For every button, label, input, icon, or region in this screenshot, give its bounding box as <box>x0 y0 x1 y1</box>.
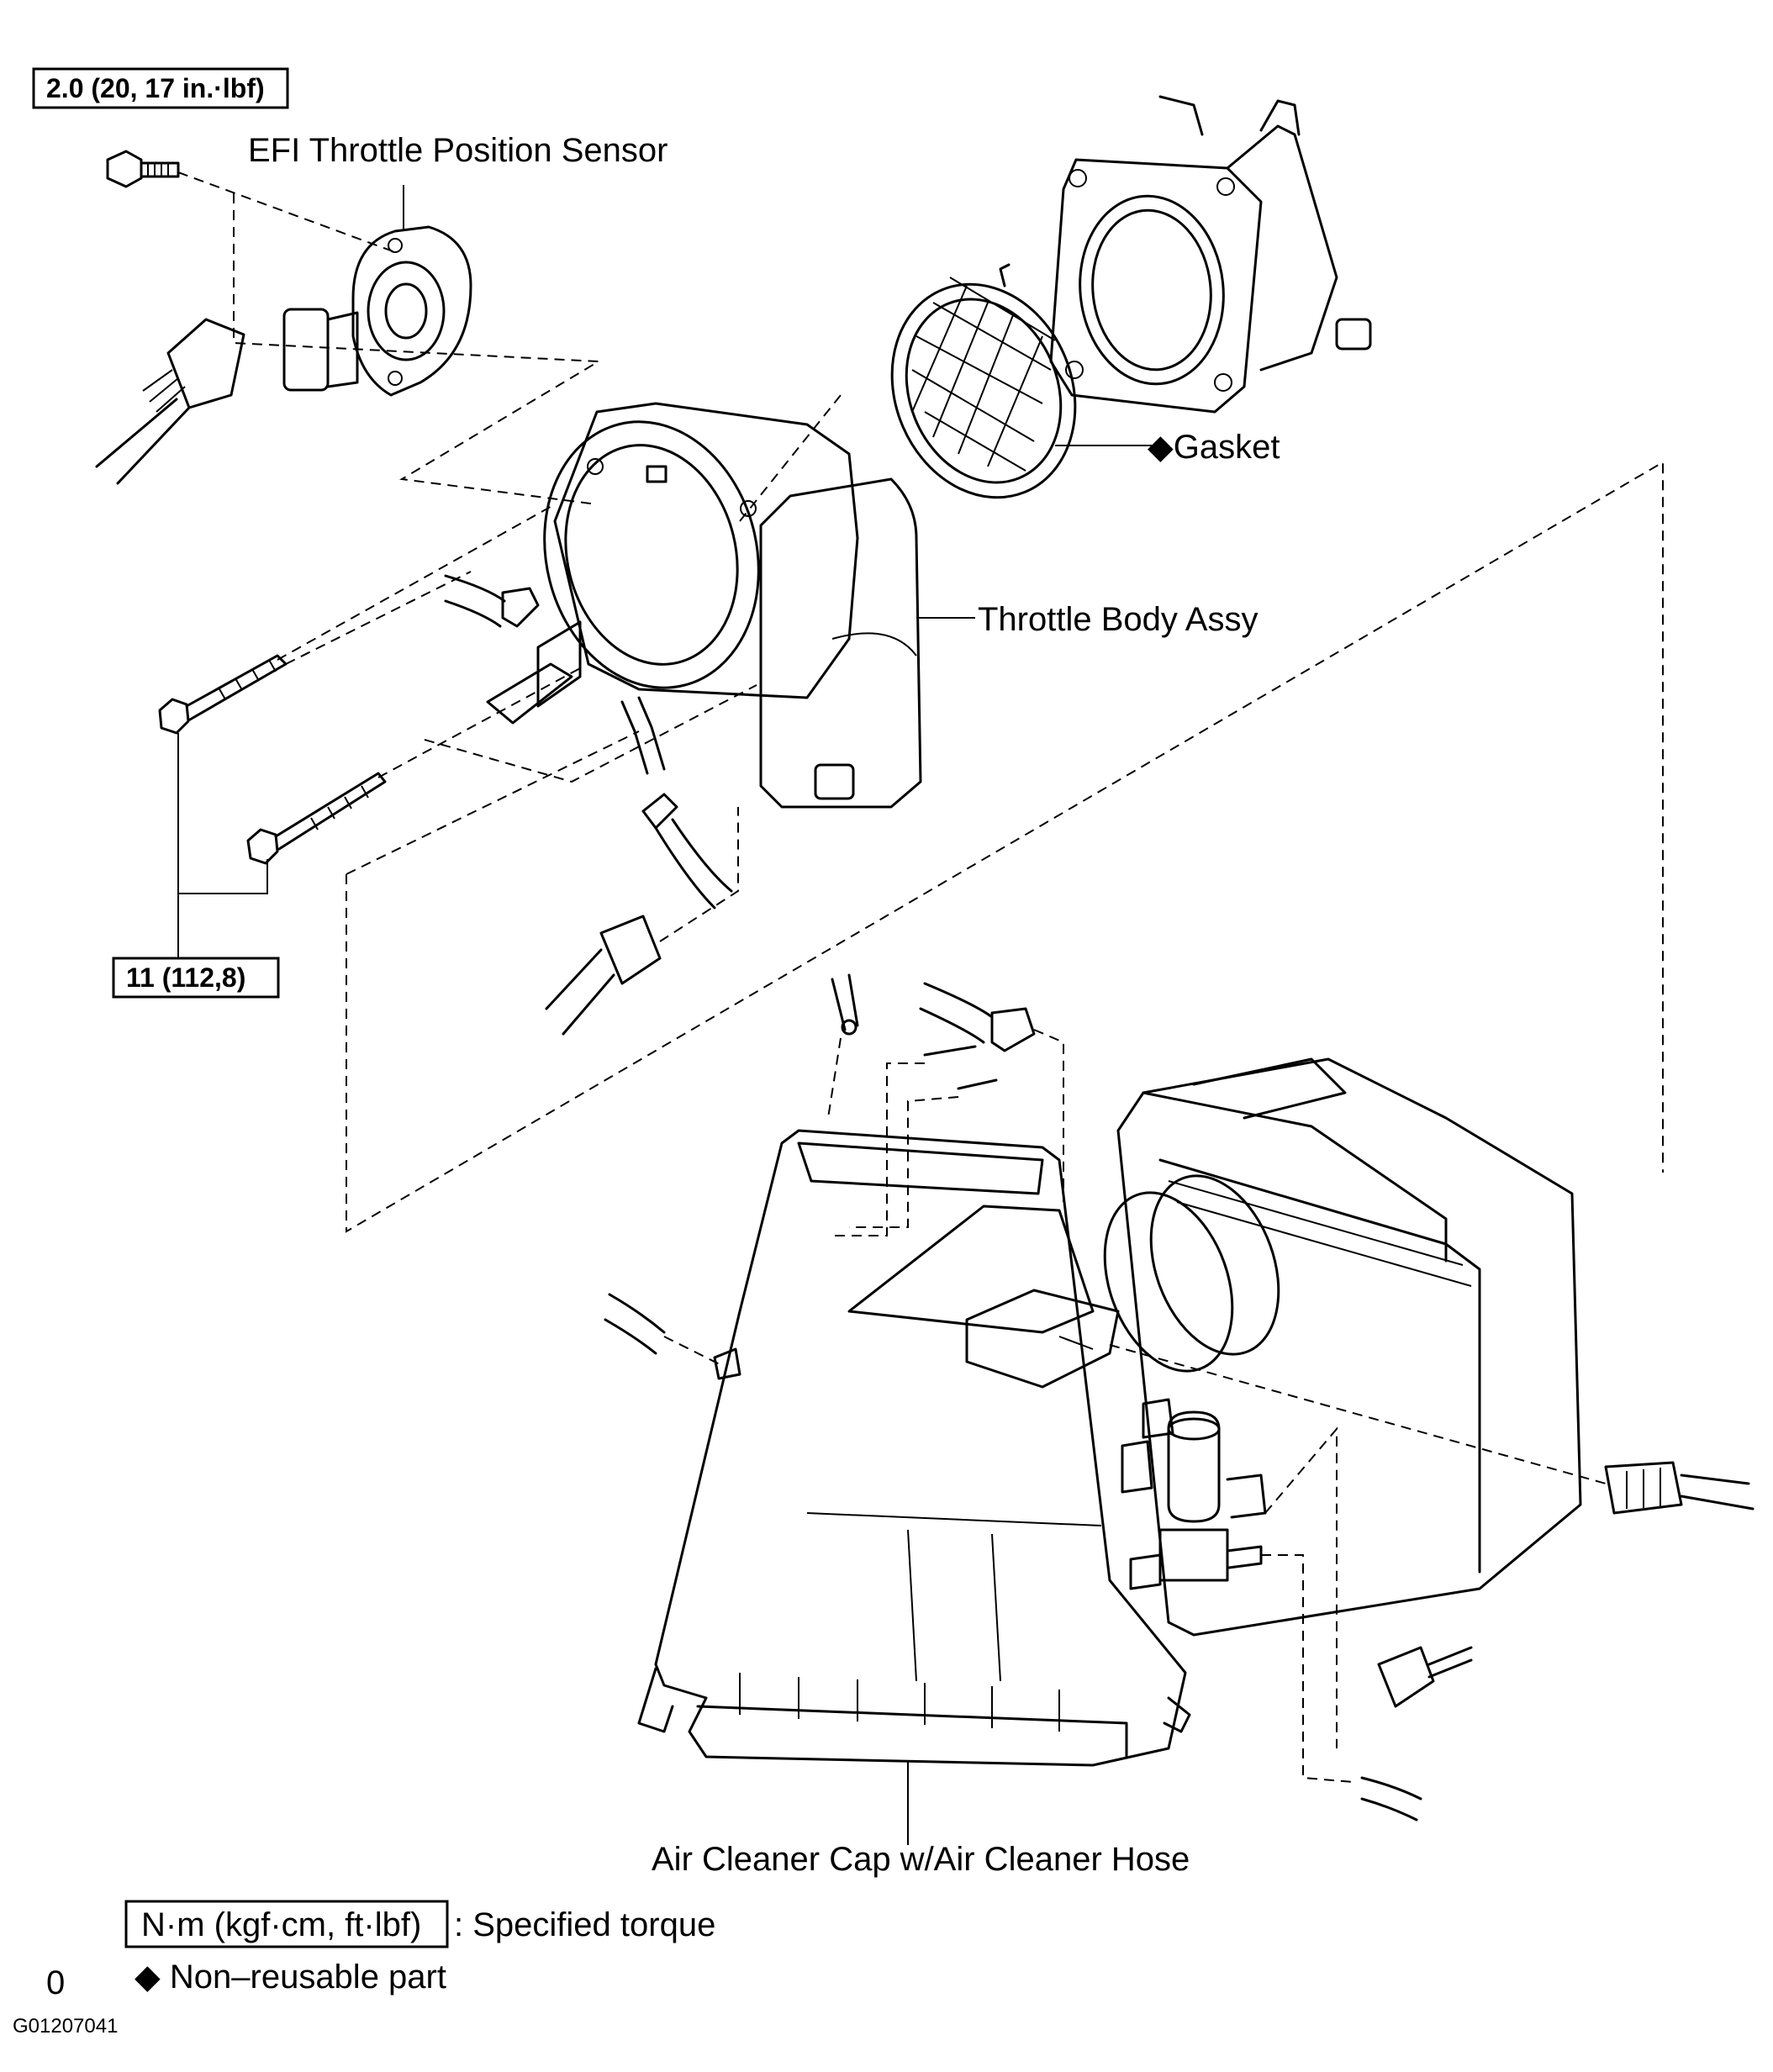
throttle-position-sensor <box>282 225 472 397</box>
torque-value-throttle-bolts: 11 (112,8) <box>126 962 245 993</box>
label-gasket: ◆Gasket <box>1148 429 1280 466</box>
throttle-body-hoses <box>444 574 733 909</box>
torque-value-tps-screw: 2.0 (20, 17 in.·lbf) <box>46 73 265 103</box>
throttle-body-bolts <box>158 654 387 865</box>
label-tps: EFI Throttle Position Sensor <box>248 132 668 169</box>
legend-torque-desc: : Specified torque <box>454 1906 715 1943</box>
label-air-cleaner-cap: Air Cleaner Cap w/Air Cleaner Hose <box>652 1841 1190 1878</box>
figure-code: G01207041 <box>13 2015 118 2038</box>
tps-alignment-line <box>177 171 602 505</box>
assembly-envelope-line <box>346 461 1664 1233</box>
torque-box-tps-screw: 2.0 (20, 17 in.·lbf) <box>32 67 289 109</box>
tps-screw <box>106 150 180 188</box>
tps-harness-connector <box>95 318 245 485</box>
vsv-valve <box>1121 1398 1267 1590</box>
throttle-body-assy <box>486 402 922 809</box>
legend-nonreusable: ◆ Non–reusable part <box>135 1959 446 1996</box>
label-throttle-body: Throttle Body Assy <box>978 601 1258 638</box>
bolt-alignment-lines <box>277 394 842 783</box>
intake-plenum <box>1049 95 1372 414</box>
air-cleaner-cap <box>637 1129 1191 1767</box>
legend-torque-unit: N·m (kgf·cm, ft·lbf) <box>141 1906 421 1943</box>
air-cleaner-body <box>1116 1057 1582 1637</box>
gasket <box>890 263 1077 499</box>
iat-connector <box>545 807 739 1036</box>
afm-harness-connector <box>1604 1461 1755 1515</box>
torque-box-throttle-bolts: 11 (112,8) <box>112 733 280 999</box>
air-flow-meter <box>965 1174 1280 1389</box>
legend: N·m (kgf·cm, ft·lbf) : Specified torque … <box>46 1900 715 2001</box>
legend-corner-mark: 0 <box>46 1964 65 2001</box>
air-cleaner-alignment-lines <box>663 1029 1607 1783</box>
air-cleaner-hoses <box>604 973 1473 1822</box>
